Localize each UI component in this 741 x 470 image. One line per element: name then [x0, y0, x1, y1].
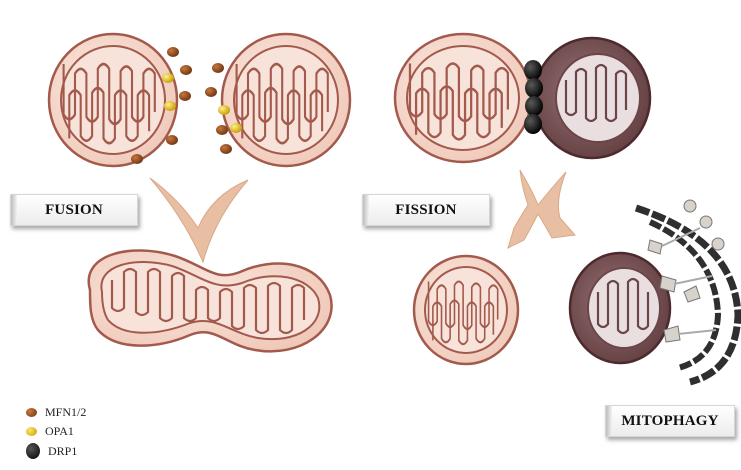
- fusion-left-mitochondrion: [49, 34, 177, 166]
- fission-arrow: [508, 170, 575, 248]
- legend-item-mfn: MFN1/2: [26, 405, 86, 420]
- daughter-healthy-mitochondrion: [414, 256, 518, 364]
- fusion-label: FUSION: [10, 194, 138, 226]
- legend-label-opa: OPA1: [45, 424, 74, 439]
- mitophagy-label: MITOPHAGY: [605, 405, 735, 437]
- drp-dot-icon: [26, 443, 40, 459]
- fused-mitochondrion: [89, 250, 332, 351]
- fission-damaged-part: [534, 38, 650, 158]
- legend-label-mfn: MFN1/2: [45, 405, 86, 420]
- fusion-right-mitochondrion: [222, 34, 350, 166]
- opa-dot-icon: [26, 427, 37, 436]
- fusion-arrow: [150, 178, 248, 262]
- mfn-dot-icon: [26, 408, 37, 417]
- daughter-damaged-mitochondrion: [570, 253, 670, 363]
- legend-label-drp: DRP1: [48, 444, 77, 459]
- fission-label: FISSION: [362, 194, 490, 226]
- legend-item-opa: OPA1: [26, 424, 74, 439]
- fission-healthy-part: [395, 34, 531, 162]
- legend-item-drp: DRP1: [26, 443, 77, 459]
